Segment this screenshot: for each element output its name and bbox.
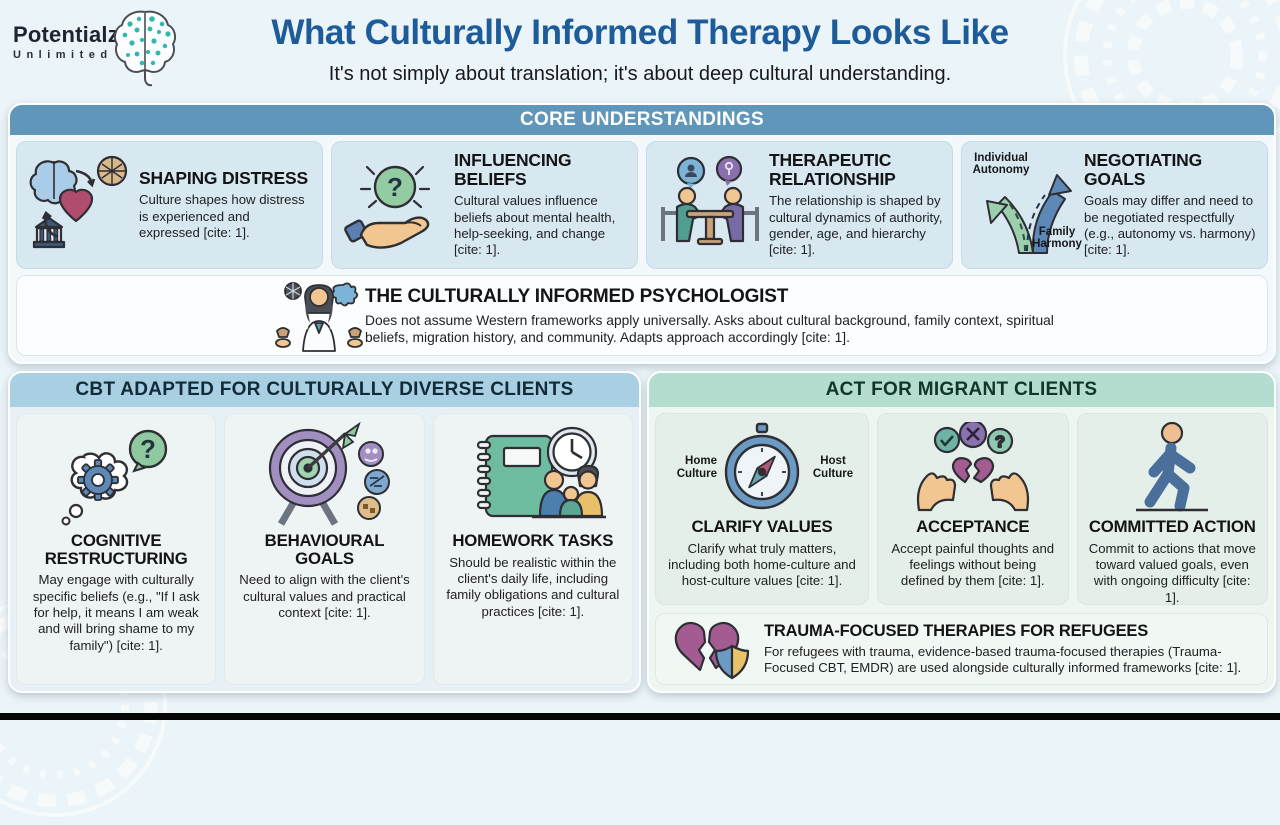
hand-question-icon: ? xyxy=(336,146,454,264)
card-body: Accept painful thoughts and feelings wit… xyxy=(891,540,1055,589)
cbt-section-header: CBT ADAPTED FOR CULTURALLY DIVERSE CLIEN… xyxy=(10,373,639,407)
card-title: HOMEWORK TASKS xyxy=(452,531,614,550)
core-section-header: CORE UNDERSTANDINGS xyxy=(10,105,1274,135)
act-section-body: Home Culture xyxy=(649,407,1274,691)
svg-text:?: ? xyxy=(387,172,403,202)
card-shaping-distress: SHAPING DISTRESS Culture shapes how dist… xyxy=(16,141,323,269)
card-body: Commit to actions that move toward value… xyxy=(1088,540,1256,605)
brand-logo: Potentialz Unlimited xyxy=(13,22,119,61)
card-title: THE CULTURALLY INFORMED PSYCHOLOGIST xyxy=(365,286,789,307)
core-understandings-section: CORE UNDERSTANDINGS xyxy=(8,103,1276,364)
card-title: NEGOTIATING GOALS xyxy=(1084,150,1203,189)
forked-arrows-icon: Individual Autonomy Family Harmony xyxy=(966,146,1084,264)
act-section: ACT FOR MIGRANT CLIENTS Home Culture xyxy=(647,371,1276,693)
brand-tagline: Unlimited xyxy=(13,49,113,61)
card-cognitive-restructuring: ? xyxy=(16,413,217,685)
card-committed-action: COMMITTED ACTION Commit to actions that … xyxy=(1076,413,1268,605)
card-title: INFLUENCING BELIEFS xyxy=(454,150,572,189)
card-homework-tasks: HOMEWORK TASKS Should be realistic withi… xyxy=(432,413,633,685)
card-body: Cultural values influence beliefs about … xyxy=(454,193,616,258)
card-title: COGNITIVE RESTRUCTURING xyxy=(44,531,188,568)
card-body: Should be realistic within the client's … xyxy=(446,554,620,619)
card-title: ACCEPTANCE xyxy=(916,517,1030,536)
compass-label-host-culture: Host Culture xyxy=(812,455,854,480)
card-title: SHAPING DISTRESS xyxy=(139,167,308,188)
hands-heart-icon: ? xyxy=(907,422,1039,514)
card-trauma-focused-therapies: TRAUMA-FOCUSED THERAPIES FOR REFUGEES Fo… xyxy=(655,613,1268,685)
page-subtitle: It's not simply about translation; it's … xyxy=(328,63,952,85)
card-title: THERAPEUTIC RELATIONSHIP xyxy=(769,150,896,189)
card-title: COMMITTED ACTION xyxy=(1088,517,1256,536)
compass-label-home-culture: Home Culture xyxy=(676,455,717,480)
card-body: Need to align with the client's cultural… xyxy=(239,572,410,620)
cbt-section-body: ? xyxy=(10,407,639,691)
card-influencing-beliefs: ? INFLUENCING BELIEFS Cultural values in… xyxy=(331,141,638,269)
arrow-label-individual-autonomy: Individual Autonomy xyxy=(972,152,1030,177)
svg-text:?: ? xyxy=(140,434,156,464)
cbt-section: CBT ADAPTED FOR CULTURALLY DIVERSE CLIEN… xyxy=(8,371,641,693)
core-cards-row: SHAPING DISTRESS Culture shapes how dist… xyxy=(16,141,1268,269)
act-section-header: ACT FOR MIGRANT CLIENTS xyxy=(649,373,1274,407)
card-clarify-values: Home Culture xyxy=(655,413,869,605)
svg-text:?: ? xyxy=(995,434,1005,451)
act-cards-row: Home Culture xyxy=(655,413,1268,605)
card-title: CLARIFY VALUES xyxy=(691,517,833,536)
compass-icon xyxy=(724,422,800,510)
target-arrow-icon xyxy=(249,422,399,528)
page-title: What Culturally Informed Therapy Looks L… xyxy=(271,13,1009,52)
brain-heart-culture-icon xyxy=(21,146,139,264)
arrow-label-family-harmony: Family Harmony xyxy=(1032,225,1082,250)
walking-person-icon xyxy=(1122,422,1222,514)
card-behavioural-goals: BEHAVIOURAL GOALS Need to align with the… xyxy=(224,413,425,685)
core-section-body: SHAPING DISTRESS Culture shapes how dist… xyxy=(10,135,1274,362)
card-body: Culture shapes how distress is experienc… xyxy=(139,192,305,240)
card-body: Goals may differ and need to be negotiat… xyxy=(1084,193,1256,258)
brain-logo-icon xyxy=(113,10,177,87)
card-therapeutic-relationship: THERAPEUTIC RELATIONSHIP The relationshi… xyxy=(646,141,953,269)
bottom-black-bar xyxy=(0,713,1280,720)
thought-gear-icon: ? xyxy=(46,422,186,528)
card-acceptance: ? ACCEPTANCE Accept painful thoughts and… xyxy=(877,413,1069,605)
card-body: Does not assume Western frameworks apply… xyxy=(365,313,1054,346)
card-body: For refugees with trauma, evidence-based… xyxy=(764,643,1242,676)
card-body: The relationship is shaped by cultural d… xyxy=(769,193,943,258)
card-negotiating-goals: Individual Autonomy Family Harmony xyxy=(961,141,1268,269)
brand-name: Potentialz xyxy=(13,22,119,47)
therapy-session-icon xyxy=(651,146,769,264)
card-title: BEHAVIOURAL GOALS xyxy=(264,531,385,568)
card-culturally-informed-psychologist: THE CULTURALLY INFORMED PSYCHOLOGIST Doe… xyxy=(16,275,1268,356)
notebook-family-icon xyxy=(458,422,608,528)
card-body: May engage with culturally specific beli… xyxy=(32,572,200,653)
card-body: Clarify what truly matters, including bo… xyxy=(668,540,856,589)
psychologist-icon xyxy=(273,281,365,355)
broken-heart-shield-icon xyxy=(674,622,750,680)
card-title: TRAUMA-FOCUSED THERAPIES FOR REFUGEES xyxy=(764,621,1149,640)
